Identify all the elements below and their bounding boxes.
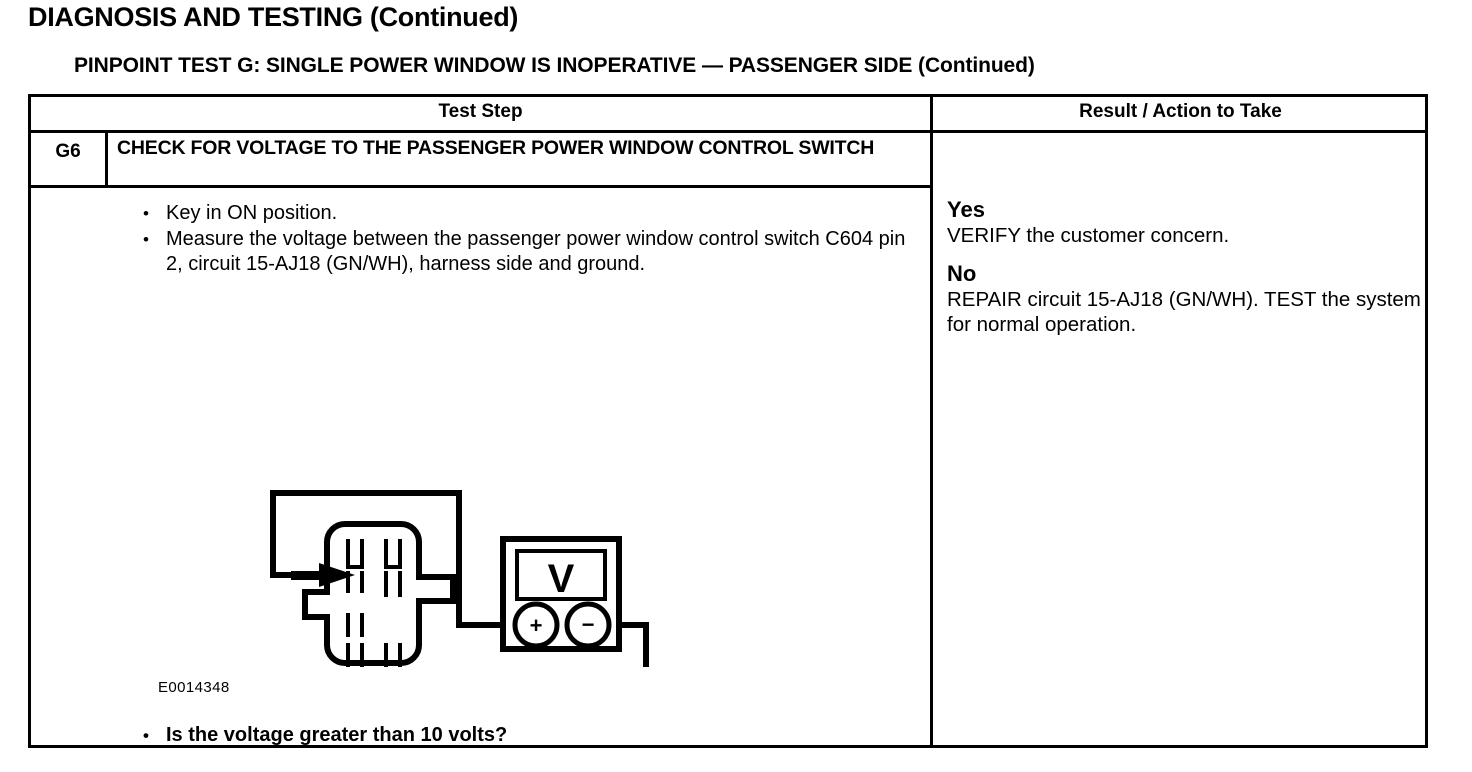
page-title: DIAGNOSIS AND TESTING (Continued) <box>28 2 519 32</box>
result-action-yes: VERIFY the customer concern. <box>947 224 1230 247</box>
result-action-list: Yes VERIFY the customer concern. No REPA… <box>947 197 1427 350</box>
column-header-result-action: Result / Action to Take <box>1079 101 1282 122</box>
pinpoint-test-table: Test Step Result / Action to Take G6 CHE… <box>28 94 1428 748</box>
column-header-test-step: Test Step <box>438 101 523 122</box>
negative-terminal-label: − <box>582 612 595 637</box>
positive-terminal-label: + <box>530 613 543 638</box>
final-question-text: Is the voltage greater than 10 volts? <box>166 724 508 746</box>
pin-cavity-lower-right <box>384 643 402 667</box>
positive-test-lead-wire <box>270 490 506 628</box>
negative-terminal-ring <box>564 601 612 649</box>
pin-cavity-mid-right <box>384 571 402 597</box>
pin-cavity-lower-left <box>346 643 364 667</box>
connector-shell-outline <box>302 521 456 666</box>
step-title-text: CHECK FOR VOLTAGE TO THE PASSENGER POWER… <box>117 137 875 159</box>
final-question: • Is the voltage greater than 10 volts? <box>117 723 507 748</box>
negative-test-lead-wire <box>616 622 649 667</box>
pin-cavity-upper-right <box>384 539 402 569</box>
instruction-bullet-list: • Key in ON position. • Measure the volt… <box>117 201 907 278</box>
result-action-no: REPAIR circuit 15-AJ18 (GN/WH). TEST the… <box>947 288 1421 336</box>
positive-terminal-ring <box>512 601 560 649</box>
voltage-measurement-diagram: V + − <box>231 377 701 667</box>
instruction-text: Key in ON position. <box>166 202 338 224</box>
instruction-text: Measure the voltage between the passenge… <box>166 228 906 275</box>
figure-id-label: E0014348 <box>158 679 230 696</box>
voltmeter-v-label: V <box>548 557 575 601</box>
pin-cavity-upper-left <box>346 539 364 569</box>
list-item: • Measure the voltage between the passen… <box>117 227 907 277</box>
pin-cavity-lower-left-upper <box>346 613 364 637</box>
bullet-marker-icon: • <box>143 230 149 249</box>
step-title-row: G6 CHECK FOR VOLTAGE TO THE PASSENGER PO… <box>31 133 930 188</box>
voltmeter-body <box>500 536 622 652</box>
bullet-marker-icon: • <box>143 726 149 745</box>
voltmeter-display <box>515 549 607 601</box>
result-answer-no: No <box>947 261 977 286</box>
result-answer-yes: Yes <box>947 197 985 222</box>
list-item: • Key in ON position. <box>117 201 907 226</box>
column-divider <box>930 97 933 745</box>
step-id-label: G6 <box>31 133 108 185</box>
table-header-row: Test Step Result / Action to Take <box>31 97 1425 133</box>
probe-lead-stub <box>291 571 331 580</box>
probe-arrow-icon <box>319 563 355 587</box>
section-subtitle: PINPOINT TEST G: SINGLE POWER WINDOW IS … <box>74 54 1035 77</box>
bullet-marker-icon: • <box>143 204 149 223</box>
